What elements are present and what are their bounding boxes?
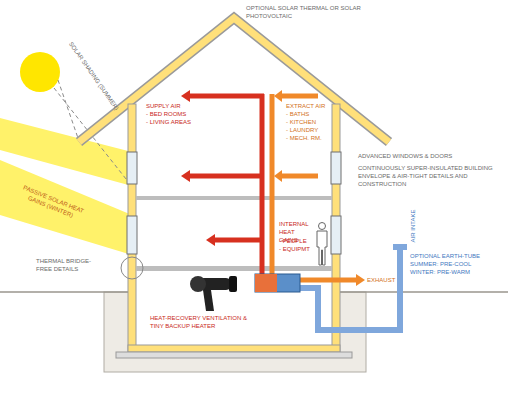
extract-duct <box>282 174 318 179</box>
label-text: - LAUNDRY <box>286 126 318 134</box>
extract-duct <box>274 170 282 182</box>
label-text: ADVANCED WINDOWS & DOORS <box>358 152 452 160</box>
supply-duct <box>206 234 215 246</box>
supply-duct <box>181 90 190 102</box>
label-text: CONTINUOUSLY SUPER-INSULATED BUILDING EN… <box>358 164 500 188</box>
sun-band <box>0 118 132 255</box>
window <box>331 152 341 184</box>
wall <box>128 104 340 352</box>
person-figure <box>319 223 326 230</box>
hair-dryer-icon <box>229 276 237 292</box>
sun <box>20 52 60 92</box>
label-text: WINTER: PRE-WARM <box>410 268 470 276</box>
hair-dryer-icon <box>190 276 206 292</box>
label-text: OPTIONAL EARTH-TUBE <box>410 252 480 260</box>
ground <box>340 291 508 293</box>
floor-slab <box>136 196 332 271</box>
label-text: PASSIVE SOLAR HEAT GAINS (WINTER) <box>16 182 89 224</box>
label-text: - KITCHEN <box>286 118 316 126</box>
label-text: OPTIONAL SOLAR THERMAL OR SOLAR PHOTOVOL… <box>246 4 386 20</box>
label-text: SUMMER: PRE-COOL <box>410 260 471 268</box>
roof <box>79 18 389 142</box>
earth-tube <box>300 250 400 330</box>
supply-duct <box>190 174 262 179</box>
label-text: EXHAUST <box>367 276 395 284</box>
exhaust-duct <box>300 278 356 283</box>
label-text: THERMAL BRIDGE-FREE DETAILS <box>36 257 106 273</box>
sun-ray-line <box>58 80 79 141</box>
supply-duct <box>260 94 265 276</box>
window <box>127 216 137 254</box>
extract-duct <box>274 90 282 102</box>
heat-recovery-unit <box>255 274 300 292</box>
label-text: AIR INTAKE <box>409 210 417 243</box>
extract-duct <box>270 94 275 276</box>
heat-recovery-unit <box>255 274 300 292</box>
label-text: SUPPLY AIR <box>146 102 180 110</box>
supply-duct <box>215 238 262 243</box>
thermal-bridge-circle <box>121 257 143 279</box>
ground <box>0 291 128 293</box>
label-text: - LIVING AREAS <box>146 118 191 126</box>
supply-duct <box>181 170 190 182</box>
extract-duct <box>282 94 318 99</box>
floor-slab <box>136 266 332 271</box>
earth-tube <box>300 244 407 330</box>
supply-duct <box>190 94 264 99</box>
supply-duct <box>181 90 264 276</box>
label-text: - MECH. RM. <box>286 134 322 142</box>
exhaust-duct <box>356 274 365 286</box>
label-text: - BED ROOMS <box>146 110 186 118</box>
person-figure <box>317 223 327 266</box>
sun <box>20 52 60 92</box>
label-text: - BATHS <box>286 110 309 118</box>
wall <box>128 104 136 352</box>
footing <box>116 352 352 358</box>
hair-dryer-icon <box>203 290 214 311</box>
sun-band <box>0 160 132 255</box>
heat-recovery-unit <box>255 274 277 292</box>
exhaust-duct <box>300 274 365 286</box>
label-text: - EQUIPMT <box>279 245 310 253</box>
label-text: HEAT-RECOVERY VENTILATION & TINY BACKUP … <box>150 314 255 330</box>
window <box>127 152 137 184</box>
label-text: EXTRACT AIR <box>286 102 325 110</box>
window <box>127 152 341 254</box>
extract-duct <box>272 90 318 276</box>
label-text: SOLAR SHADING (SUMMER) <box>67 40 120 112</box>
hair-dryer-icon <box>190 276 237 311</box>
floor-slab <box>136 196 332 200</box>
footing <box>116 352 352 358</box>
wall <box>128 345 340 352</box>
wall <box>332 104 340 352</box>
thermal-bridge-circle <box>121 257 143 279</box>
earth-tube <box>393 244 407 250</box>
window <box>331 216 341 254</box>
label-text: - PEOPLE <box>279 237 307 245</box>
roof <box>79 18 389 142</box>
person-figure <box>317 231 327 265</box>
roof <box>79 18 389 142</box>
